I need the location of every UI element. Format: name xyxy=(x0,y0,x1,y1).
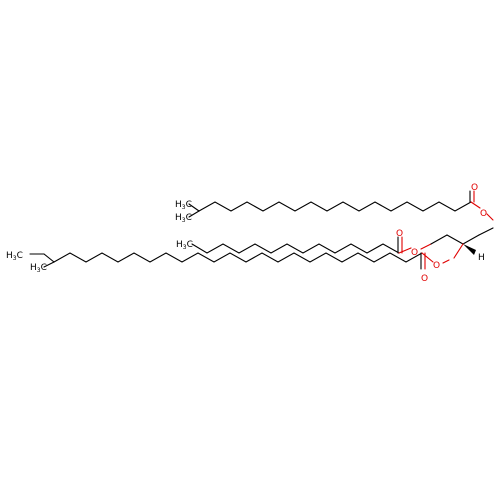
chain-bottom-backbone xyxy=(53,252,423,263)
oxygen-carbonyl-bottom: O xyxy=(421,274,428,284)
ester-bot-link-2 xyxy=(442,259,450,264)
glycerol-c-up xyxy=(478,227,494,236)
methyl-top-a: H3C xyxy=(175,200,192,211)
ester-mid-link-1 xyxy=(398,247,412,254)
oxygen-carbonyl-mid: O xyxy=(396,229,403,239)
hydrogen-stereo: H xyxy=(478,253,485,263)
oxygen-ester-bottom: O xyxy=(433,261,440,271)
chain-bottom-methyl xyxy=(43,261,55,268)
chain-top-branch xyxy=(188,203,200,212)
methyl-mid: H3C xyxy=(176,240,193,251)
glycerol-backbone xyxy=(430,227,494,259)
chain-top-backbone xyxy=(198,201,472,212)
acyl-chain-bottom xyxy=(29,252,450,270)
ester-top-link-2 xyxy=(486,213,494,221)
glycerol-c2-c3 xyxy=(446,234,464,245)
glycerol-o-bond xyxy=(453,243,464,259)
oxygen-carbonyl-top: O xyxy=(471,183,478,193)
ester-bot-link-1 xyxy=(421,252,434,263)
chain-bottom-ethyl xyxy=(43,253,55,263)
ester-mid-link-2 xyxy=(420,243,432,250)
glycerol-c1-c2 xyxy=(430,234,448,245)
methyl-bottom-a: H3C xyxy=(6,251,23,262)
oxygen-ester-top: O xyxy=(480,209,487,219)
acyl-chain-middle xyxy=(191,236,432,254)
acyl-chain-top xyxy=(188,190,494,221)
glycerol-c3-up xyxy=(462,234,480,245)
oxygen-ester-mid: O xyxy=(411,248,418,258)
stereo-wedge xyxy=(463,244,476,255)
chain-top-terminal xyxy=(188,210,200,218)
methyl-bottom-b: H3C xyxy=(30,263,47,274)
chain-middle-backbone xyxy=(191,243,400,254)
methyl-top-b: H3C xyxy=(175,213,192,224)
ester-top-link-1 xyxy=(470,201,481,209)
